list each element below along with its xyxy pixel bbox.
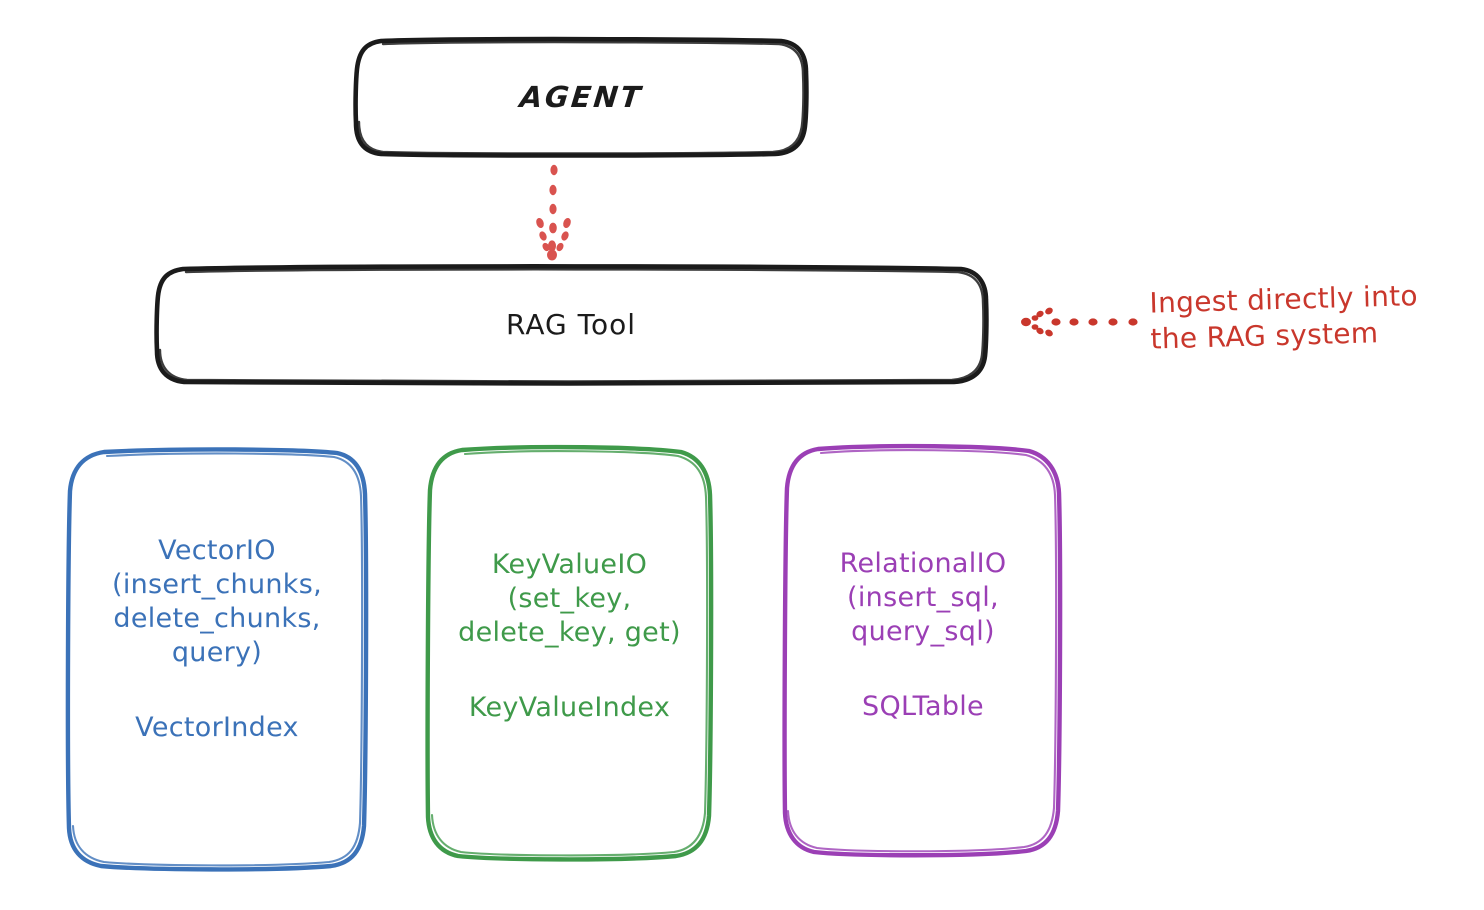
relational-io-node[interactable]: RelationalIO (insert_sql, query_sql) SQL… bbox=[785, 447, 1061, 854]
key-value-io-node[interactable]: KeyValueIO (set_key, delete_key, get) Ke… bbox=[428, 448, 711, 858]
key-value-io-label: KeyValueIO (set_key, delete_key, get) bbox=[458, 549, 681, 649]
agent-to-rag-tool-arrow bbox=[536, 164, 571, 261]
key-value-io-sublabel: KeyValueIndex bbox=[468, 692, 671, 724]
rag-tool-label: RAG Tool bbox=[506, 307, 636, 341]
rag-tool-node[interactable]: RAG Tool bbox=[155, 268, 987, 382]
relational-io-sublabel: SQLTable bbox=[862, 691, 984, 723]
annotation-to-rag-tool-arrow bbox=[1021, 307, 1138, 337]
relational-io-label: RelationalIO (insert_sql, query_sql) bbox=[839, 548, 1007, 648]
agent-label: AGENT bbox=[517, 79, 645, 114]
vector-io-label: VectorIO (insert_chunks, delete_chunks, … bbox=[112, 535, 322, 669]
vector-io-sublabel: VectorIndex bbox=[135, 712, 299, 744]
ingest-annotation-label: Ingest directly into the RAG system bbox=[1149, 279, 1419, 356]
agent-node[interactable]: AGENT bbox=[355, 40, 807, 155]
vector-io-node[interactable]: VectorIO (insert_chunks, delete_chunks, … bbox=[68, 450, 366, 868]
